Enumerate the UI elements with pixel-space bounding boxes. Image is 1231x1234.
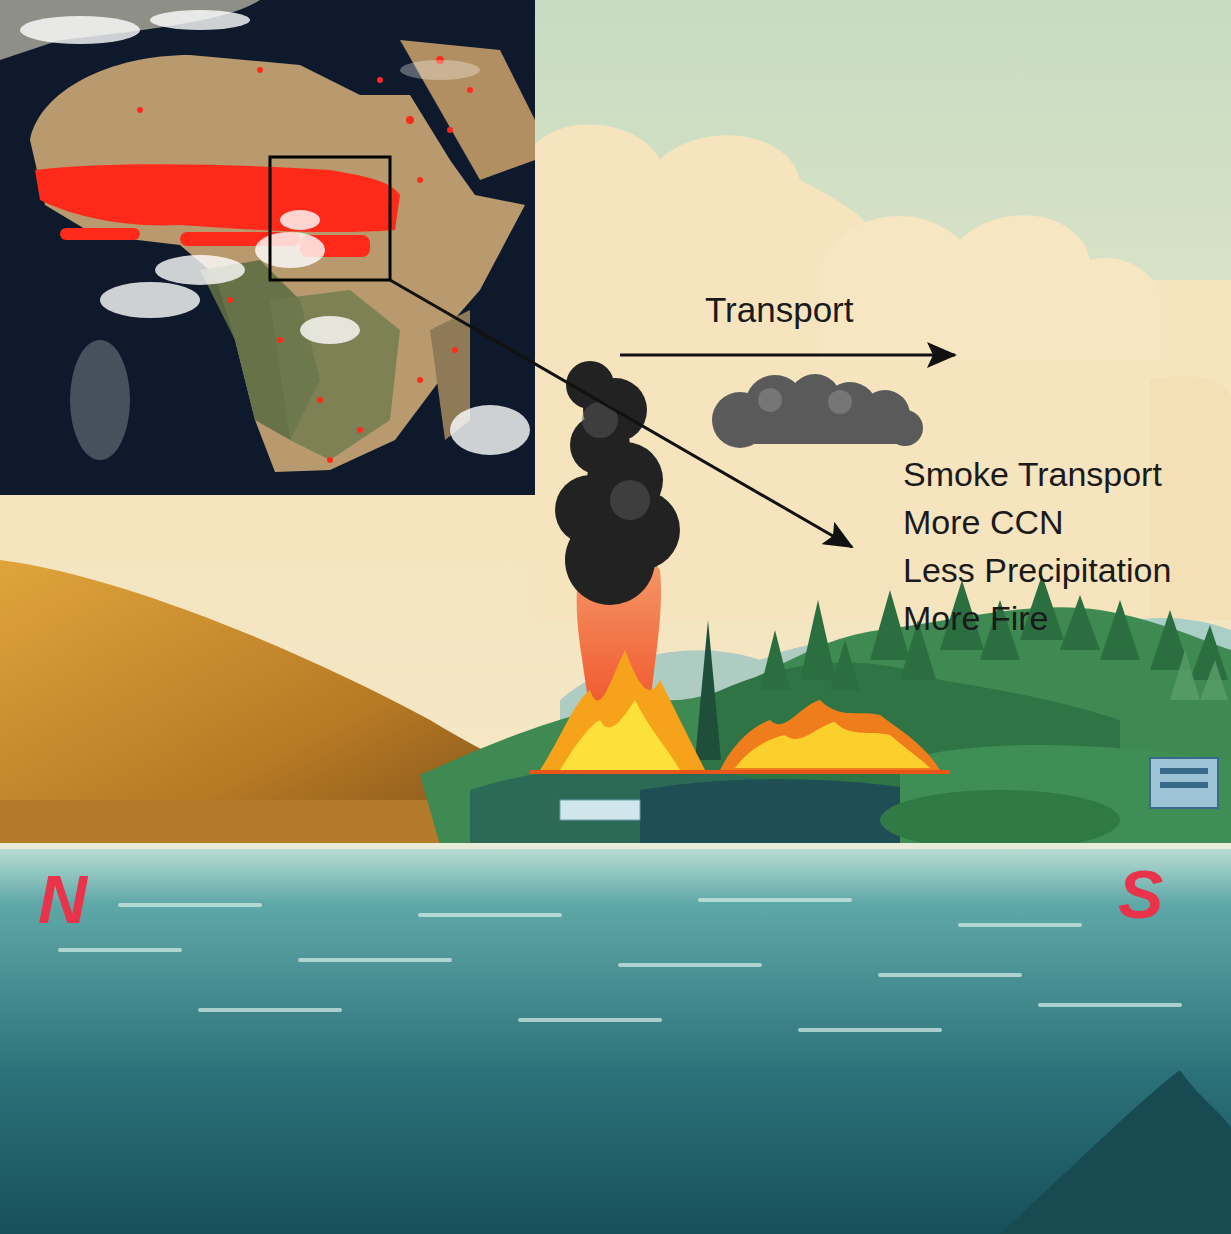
direction-label: S xyxy=(1118,855,1163,933)
effect-label: More CCN xyxy=(903,503,1064,542)
direction-label: N xyxy=(38,860,87,938)
effect-label: More Fire xyxy=(903,599,1048,638)
effect-label: Smoke Transport xyxy=(903,455,1162,494)
transport-arrow xyxy=(620,354,955,357)
transport-label: Transport xyxy=(705,290,853,330)
effect-label: Less Precipitation xyxy=(903,551,1171,590)
